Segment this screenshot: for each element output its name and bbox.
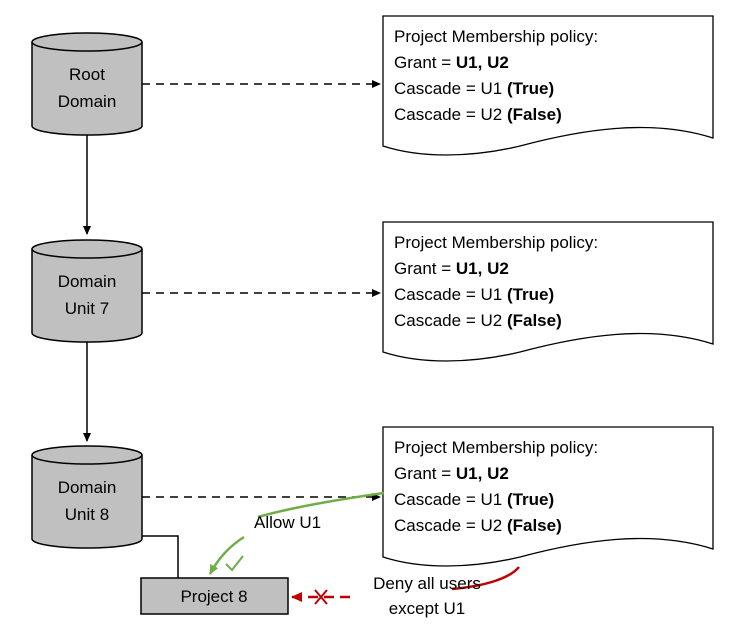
deny-label-line2: except U1 bbox=[389, 599, 466, 618]
domain-unit-7-node: Domain Unit 7 bbox=[31, 239, 143, 343]
cross-icon bbox=[314, 589, 328, 605]
policy-grant-line: Grant = U1, U2 bbox=[394, 53, 509, 72]
policy-cascade-u1-line: Cascade = U1 (True) bbox=[394, 490, 554, 509]
policy-document-du8: Project Membership policy: Grant = U1, U… bbox=[382, 426, 714, 567]
domain-unit-7-label-line2: Unit 7 bbox=[65, 299, 109, 318]
policy-grant-line: Grant = U1, U2 bbox=[394, 259, 509, 278]
domain-unit-8-label-line1: Domain bbox=[58, 478, 117, 497]
policy-cascade-u2-line: Cascade = U2 (False) bbox=[394, 311, 562, 330]
domain-unit-8-node: Domain Unit 8 bbox=[31, 445, 143, 549]
policy-cascade-u2-line: Cascade = U2 (False) bbox=[394, 105, 562, 124]
check-icon bbox=[225, 555, 244, 572]
policy-title: Project Membership policy: bbox=[394, 438, 598, 457]
policy-cascade-u2-line: Cascade = U2 (False) bbox=[394, 516, 562, 535]
domain-unit-7-label-line1: Domain bbox=[58, 272, 117, 291]
domain-unit-8-label-line2: Unit 8 bbox=[65, 505, 109, 524]
connector-du8-to-project bbox=[142, 535, 179, 578]
root-domain-label-line2: Domain bbox=[58, 92, 117, 111]
policy-cascade-u1-line: Cascade = U1 (True) bbox=[394, 285, 554, 304]
root-domain-label-line1: Root bbox=[69, 65, 105, 84]
deny-curve bbox=[451, 566, 520, 591]
policy-document-root: Project Membership policy: Grant = U1, U… bbox=[382, 15, 714, 156]
policy-document-du7: Project Membership policy: Grant = U1, U… bbox=[382, 221, 714, 362]
policy-title: Project Membership policy: bbox=[394, 233, 598, 252]
root-domain-node: Root Domain bbox=[31, 32, 143, 136]
deny-label-line1: Deny all users bbox=[373, 574, 481, 593]
policy-grant-line: Grant = U1, U2 bbox=[394, 464, 509, 483]
allow-curve-arrow bbox=[257, 491, 385, 519]
project-8-label: Project 8 bbox=[180, 587, 247, 606]
policy-title: Project Membership policy: bbox=[394, 27, 598, 46]
policy-cascade-u1-line: Cascade = U1 (True) bbox=[394, 79, 554, 98]
allow-u1-label: Allow U1 bbox=[254, 513, 321, 532]
project-8-node: Project 8 bbox=[140, 577, 289, 615]
allow-curve-arrow-lower bbox=[208, 535, 245, 575]
